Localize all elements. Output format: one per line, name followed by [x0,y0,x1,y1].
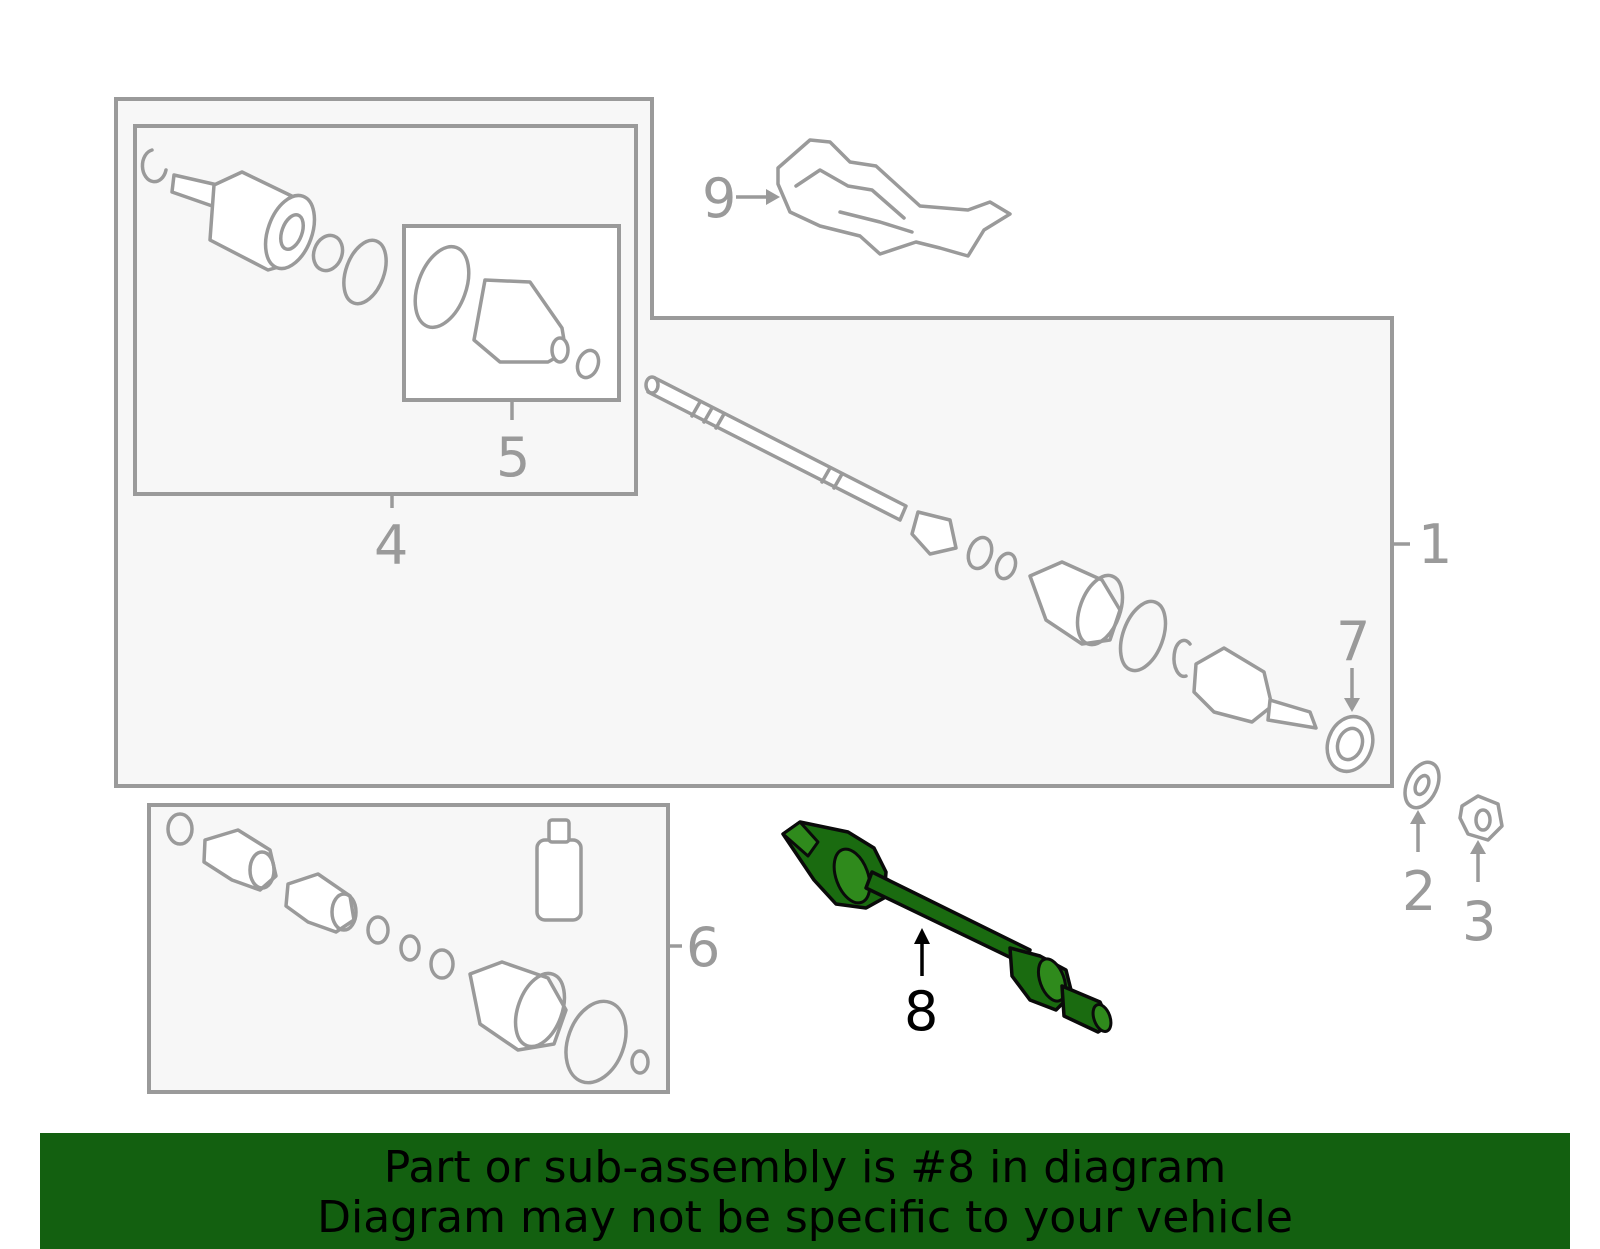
callout-2: 2 [1402,860,1436,923]
arrow-8 [914,928,930,976]
arrow-7 [1344,668,1360,712]
callout-3: 3 [1462,890,1496,953]
callout-7: 7 [1336,610,1370,673]
inner-shaft-8 [781,820,1113,1034]
arrow-9 [736,189,780,205]
info-banner: Part or sub-assembly is #8 in diagram Di… [40,1133,1570,1249]
nut-3 [1458,794,1504,842]
banner-line-2: Diagram may not be specific to your vehi… [317,1192,1293,1243]
callout-5: 5 [496,426,530,489]
arrow-3 [1470,840,1486,882]
half-shaft-assembly [644,375,1375,774]
callout-9: 9 [702,167,736,230]
heat-shield-9 [776,138,1012,258]
washer-2-hole [1413,773,1431,797]
callout-8: 8 [904,980,938,1043]
boot-kit-6 [166,812,650,1085]
inner-boot-group [413,244,601,380]
arrow-2 [1410,810,1426,852]
inner-joint-group [140,148,388,306]
nut-3-hole [1474,808,1492,832]
callout-1: 1 [1418,513,1452,576]
callout-4: 4 [374,514,408,577]
callout-6: 6 [686,916,720,979]
washer-2 [1403,760,1441,810]
banner-line-1: Part or sub-assembly is #8 in diagram [383,1142,1227,1193]
